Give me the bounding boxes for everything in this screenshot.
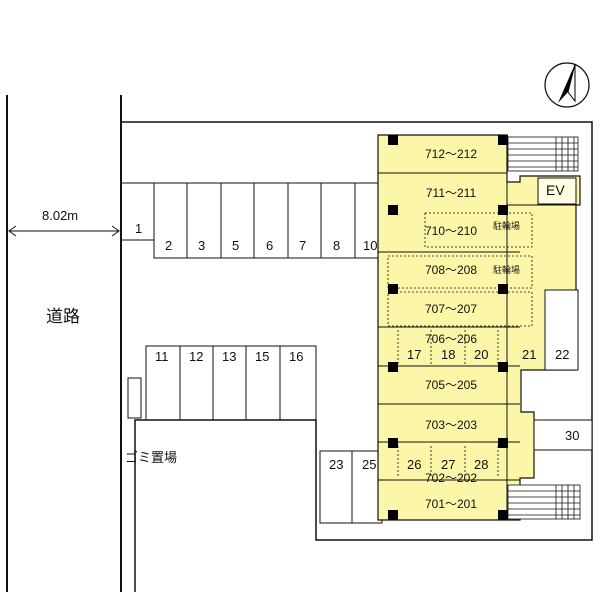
stairs-top	[507, 136, 579, 172]
parking-space-10: 10	[363, 238, 378, 253]
north-arrow-icon	[544, 62, 590, 108]
parking-space-28: 28	[474, 457, 489, 472]
unit-703: 703～203	[424, 418, 478, 432]
parking-space-27: 27	[441, 457, 456, 472]
unit-710: 710～210	[424, 224, 478, 238]
parking-space-13: 13	[222, 349, 237, 364]
road-label: 道路	[46, 307, 80, 327]
bike-parking-label-1: 駐輪場	[493, 222, 521, 232]
elevator-label: EV	[546, 182, 565, 198]
unit-705: 705～205	[424, 378, 478, 392]
parking-space-21: 21	[522, 347, 537, 362]
stairs-bottom	[507, 484, 581, 520]
unit-dividers	[378, 135, 576, 520]
parking-30-area	[533, 419, 593, 451]
unit-712: 712～212	[424, 147, 478, 161]
parking-space-5: 5	[232, 238, 240, 253]
dimension-arrow-right	[111, 225, 120, 237]
parking-space-8: 8	[333, 238, 341, 253]
road-width-label: 8.02m	[42, 208, 79, 223]
parking-space-11: 11	[155, 349, 169, 364]
dimension-arrow-left	[8, 225, 17, 237]
parking-space-22: 22	[555, 347, 570, 362]
garbage-area	[127, 377, 142, 419]
parking-row-middle	[145, 345, 317, 420]
parking-space-1: 1	[135, 221, 143, 236]
parking-space-17: 17	[407, 347, 422, 362]
parking-space-30: 30	[565, 428, 580, 443]
unit-707: 707～207	[424, 302, 478, 316]
unit-702: 702～202	[424, 471, 478, 485]
site-boundary	[121, 121, 593, 592]
parking-space-15: 15	[255, 349, 270, 364]
parking-space-12: 12	[189, 349, 204, 364]
parking-space-26: 26	[407, 457, 422, 472]
bike-parking-label-2: 駐輪場	[493, 266, 521, 276]
parking-22-area	[544, 289, 579, 371]
parking-space-25: 25	[362, 457, 377, 472]
parking-space-18: 18	[441, 347, 456, 362]
parking-space-16: 16	[289, 349, 304, 364]
parking-row-top	[121, 182, 388, 259]
unit-701: 701～201	[424, 497, 478, 511]
parking-space-7: 7	[299, 238, 307, 253]
unit-706: 706～206	[424, 332, 478, 346]
parking-space-23: 23	[329, 457, 344, 472]
bike-parking-areas	[387, 212, 533, 327]
structural-columns	[388, 135, 508, 520]
elevator-box	[537, 177, 577, 205]
unit-708: 708～208	[424, 263, 478, 277]
parking-space-3: 3	[198, 238, 206, 253]
garbage-area-label: ゴミ置場	[125, 451, 178, 466]
parking-space-2: 2	[165, 238, 173, 253]
parking-space-20: 20	[474, 347, 489, 362]
parking-space-6: 6	[266, 238, 274, 253]
parking-dotted-lines	[397, 330, 499, 478]
unit-711: 711～211	[425, 186, 477, 200]
